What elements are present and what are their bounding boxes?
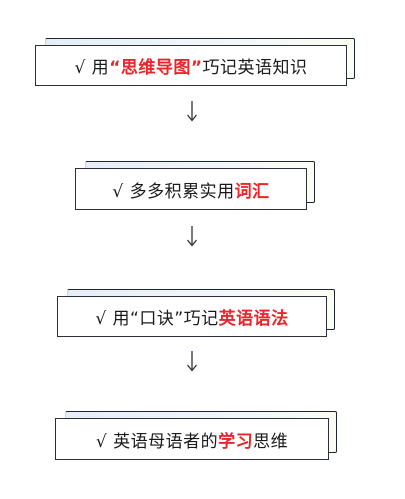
step-2-highlight: 词汇 <box>234 181 270 202</box>
step-4-text-box: √ 英语母语者的学习思维 <box>55 418 329 460</box>
step-4-highlight: 学习 <box>218 431 254 452</box>
step-1-suffix: 巧记英语知识 <box>202 58 308 78</box>
step-1-prefix: √ 用 <box>74 58 110 78</box>
step-1-text-box: √ 用“思维导图”巧记英语知识 <box>35 45 347 86</box>
step-3-text-box: √ 用“口诀”巧记英语语法 <box>57 296 327 337</box>
step-1-highlight: “思维导图” <box>109 58 203 78</box>
step-2-text-box: √ 多多积累实用词汇 <box>75 168 307 210</box>
step-4-suffix: 思维 <box>253 431 289 452</box>
step-3-highlight: 英语语法 <box>218 309 289 329</box>
step-2-card: √ 多多积累实用词汇 <box>75 161 315 210</box>
down-arrow-icon <box>186 226 198 247</box>
step-3-card: √ 用“口诀”巧记英语语法 <box>57 289 335 337</box>
step-4-card: √ 英语母语者的学习思维 <box>55 411 337 460</box>
step-4-prefix: √ 英语母语者的 <box>95 431 219 452</box>
down-arrow-icon <box>186 101 198 122</box>
step-1-card: √ 用“思维导图”巧记英语知识 <box>35 38 355 86</box>
down-arrow-icon <box>186 351 198 372</box>
step-3-prefix: √ 用“口诀”巧记 <box>95 309 219 329</box>
step-2-prefix: √ 多多积累实用 <box>112 181 235 202</box>
